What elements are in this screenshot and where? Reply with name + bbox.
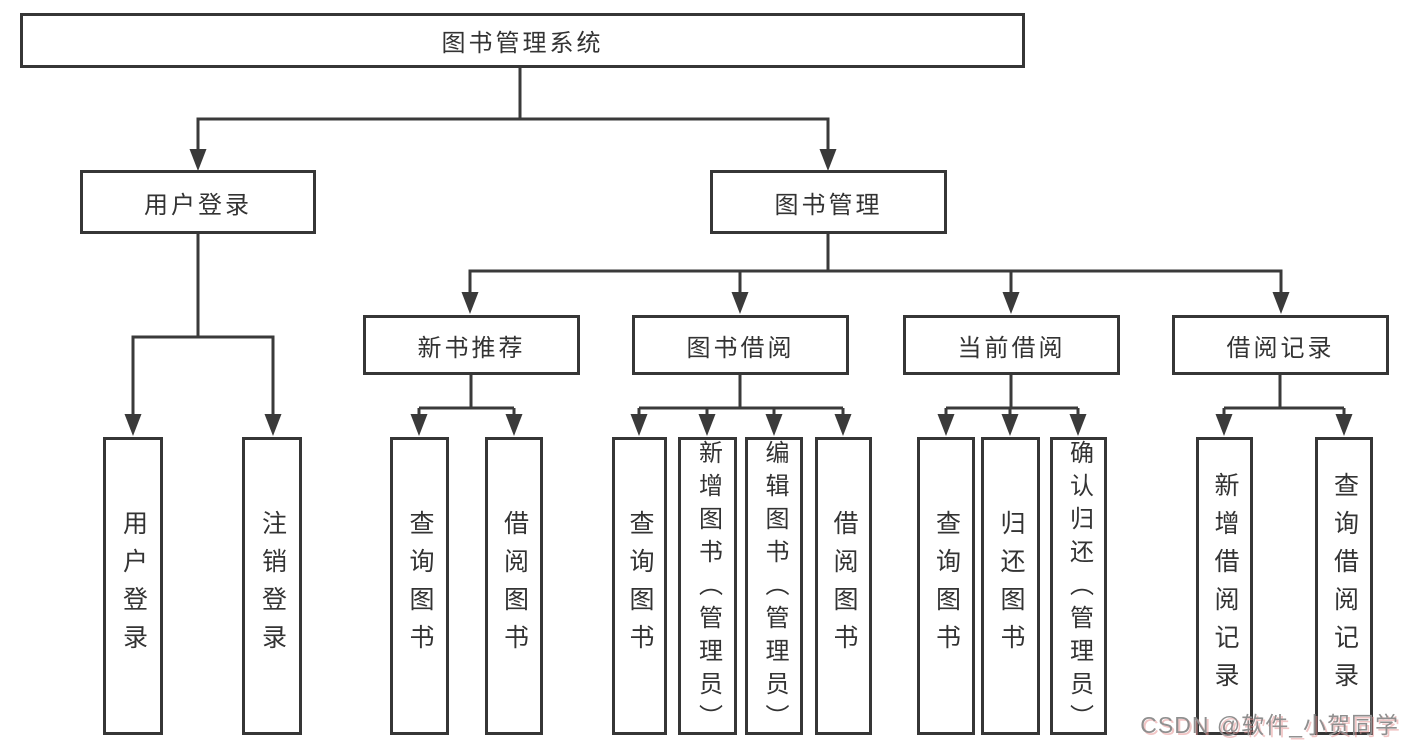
node-borrow-records: 借阅记录 [1172,315,1389,375]
connector-current-borrow [944,375,1080,417]
leaf-user-login: 用户登录 [103,437,163,735]
node-new-book-recommend: 新书推荐 [363,315,580,375]
leaf-add-book-admin: 新增图书（管理员） [678,437,737,735]
leaf-return-book: 归还图书 [981,437,1040,735]
node-book-borrow: 图书借阅 [632,315,849,375]
node-root: 图书管理系统 [20,13,1025,68]
leaf-query-book-recommend: 查询图书 [390,437,449,735]
csdn-watermark: CSDN @软件_小贺同学 [1140,712,1399,738]
leaf-borrow-book: 借阅图书 [815,437,872,735]
arrowheads [124,149,1353,436]
node-current-borrow: 当前借阅 [903,315,1120,375]
node-user-login: 用户登录 [80,170,316,234]
node-book-management: 图书管理 [710,170,947,234]
leaf-query-book-current: 查询图书 [917,437,975,735]
connector-root [196,68,830,152]
leaf-logout: 注销登录 [242,437,302,735]
connector-book-management [468,234,1283,294]
leaf-add-borrow-record: 新增借阅记录 [1196,437,1253,735]
leaf-query-book-borrow: 查询图书 [612,437,667,735]
connector-book-borrow [637,375,845,417]
connector-user-login [131,234,275,416]
connector-borrow-records [1222,375,1346,417]
leaf-borrow-book-recommend: 借阅图书 [485,437,543,735]
leaf-edit-book-admin: 编辑图书（管理员） [745,437,803,735]
connector-new-book-recommend [417,375,516,417]
leaf-confirm-return-admin: 确认归还（管理员） [1050,437,1107,735]
leaf-query-borrow-record: 查询借阅记录 [1315,437,1373,735]
